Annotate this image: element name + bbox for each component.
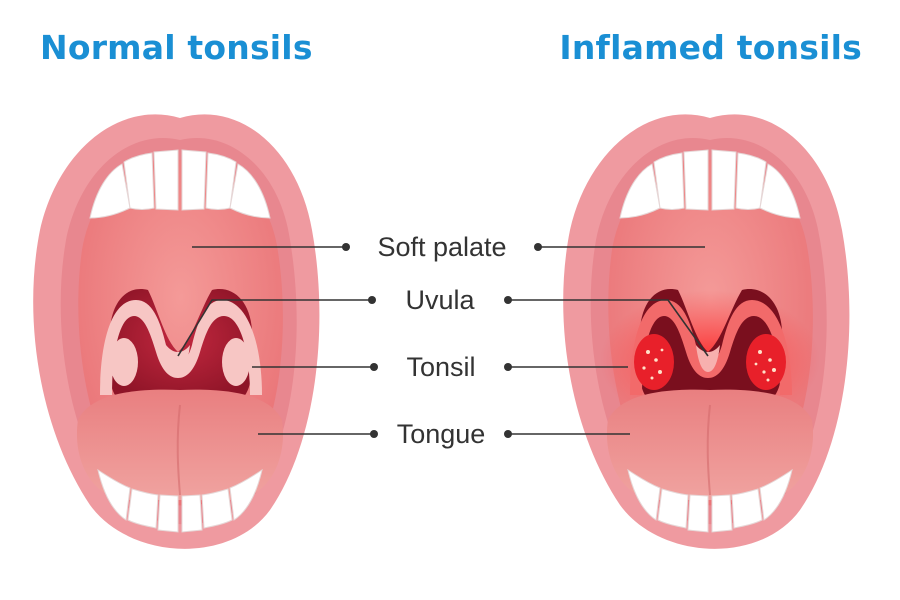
label-tongue: Tongue [397, 419, 486, 449]
tonsil-right [746, 334, 786, 390]
uvula [696, 345, 720, 372]
leader-lines [177, 246, 709, 435]
leader-uvula-right [508, 299, 709, 357]
normal-mouth [33, 114, 320, 549]
tongue-groove [706, 404, 711, 496]
upper-teeth [89, 149, 271, 219]
label-uvula: Uvula [405, 285, 475, 315]
palatal-arch [100, 300, 262, 395]
tonsil-left [110, 338, 138, 386]
lower-teeth [627, 468, 793, 533]
label-tonsil: Tonsil [406, 352, 475, 382]
uvula [166, 345, 190, 372]
normal-tonsils-title: Normal tonsils [40, 28, 313, 67]
tonsil-right [222, 338, 250, 386]
tongue [76, 389, 284, 500]
upper-teeth [619, 149, 801, 219]
tongue-groove [176, 404, 181, 496]
inflamed-mouth [563, 114, 850, 549]
leader-dots [342, 243, 542, 438]
inflamed-tonsils-title: Inflamed tonsils [559, 28, 862, 67]
tongue [606, 389, 814, 500]
label-soft-palate: Soft palate [377, 232, 506, 262]
leader-uvula-left [177, 299, 372, 357]
tonsil-spots [642, 348, 776, 382]
tonsil-left [634, 334, 674, 390]
palatal-arch [630, 300, 792, 395]
lower-teeth [97, 468, 263, 533]
